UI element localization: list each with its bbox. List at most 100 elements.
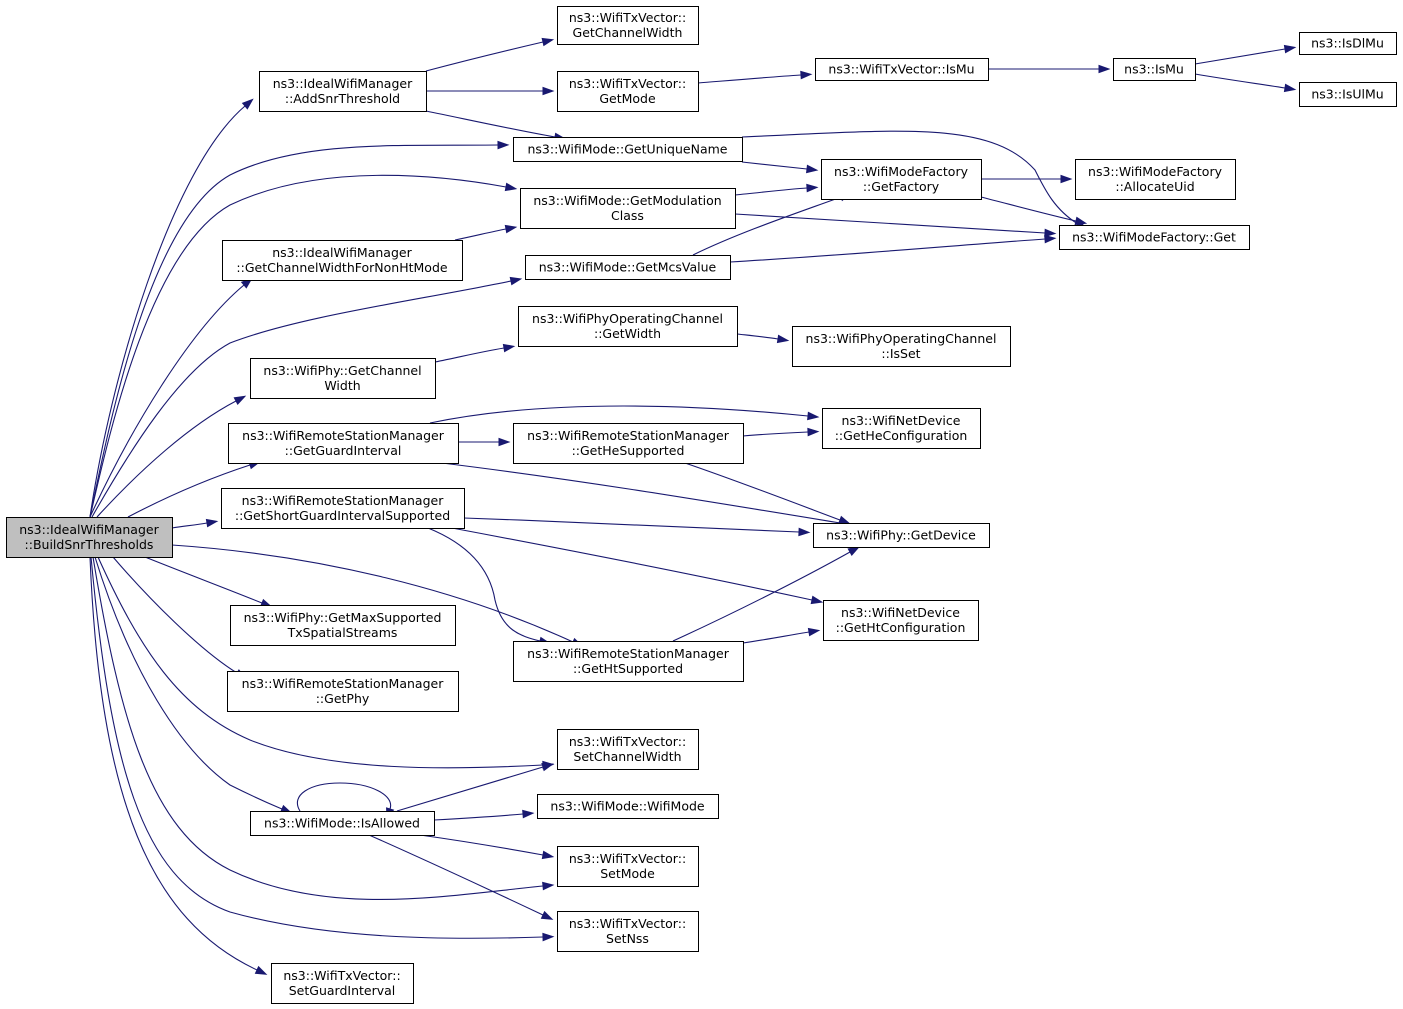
node-label-line: ::GetHeConfiguration	[835, 428, 968, 443]
edge-line	[684, 462, 841, 521]
node-box	[222, 240, 463, 281]
edge-root-to-modClass	[89, 174, 518, 518]
edge-rsmHtSup-to-htConfig	[742, 627, 821, 644]
node-box	[822, 408, 981, 449]
node-mcsValue[interactable]: ns3::WifiMode::GetMcsValue	[525, 255, 731, 280]
edge-line	[91, 280, 512, 518]
edge-root-to-txSetNss	[90, 556, 555, 942]
node-heConfig[interactable]: ns3::WifiNetDevice::GetHeConfiguration	[822, 408, 981, 449]
node-label-line: ns3::WifiTxVector::	[569, 76, 686, 91]
edge-arrowhead	[1074, 216, 1088, 226]
node-isAllowed[interactable]: ns3::WifiMode::IsAllowed	[250, 811, 435, 836]
node-box	[815, 58, 989, 81]
edge-modeFactoryGetFactory-to-factoryGet	[980, 196, 1088, 226]
node-opChWidth[interactable]: ns3::WifiPhyOperatingChannel::GetWidth	[518, 306, 738, 347]
node-label-line: ns3::IsDlMu	[1311, 36, 1384, 51]
node-txGetMode[interactable]: ns3::WifiTxVector::GetMode	[557, 71, 699, 112]
edge-arrowhead	[542, 86, 555, 96]
node-modeFactoryGetFactory[interactable]: ns3::WifiModeFactory::GetFactory	[821, 159, 982, 200]
edge-arrowhead	[497, 140, 510, 150]
edge-arrowhead	[205, 518, 219, 528]
node-label-line: ns3::WifiRemoteStationManager	[242, 676, 445, 691]
node-addSnr[interactable]: ns3::IdealWifiManager::AddSnrThreshold	[259, 71, 427, 112]
edge-rsmShortGI-to-htConfig	[451, 527, 824, 605]
node-rsmHtSup[interactable]: ns3::WifiRemoteStationManager::GetHtSupp…	[513, 641, 744, 682]
node-isDlMu[interactable]: ns3::IsDlMu	[1299, 32, 1397, 55]
node-label-line: ::GetFactory	[863, 179, 940, 194]
node-txIsMu[interactable]: ns3::WifiTxVector::IsMu	[815, 58, 989, 81]
node-label-line: ::GetShortGuardIntervalSupported	[235, 508, 450, 523]
node-label-line: SetNss	[606, 931, 649, 946]
node-box	[513, 137, 743, 162]
edge-root-to-phyMaxSS	[144, 556, 273, 608]
edge-line	[1194, 48, 1286, 65]
edge-line	[454, 228, 507, 241]
edge-arrowhead	[522, 809, 535, 819]
node-txSetMode[interactable]: ns3::WifiTxVector::SetMode	[557, 846, 699, 887]
edge-line	[97, 556, 544, 769]
node-phyMaxSS[interactable]: ns3::WifiPhy::GetMaxSupportedTxSpatialSt…	[230, 605, 456, 646]
node-phyGetDevice[interactable]: ns3::WifiPhy::GetDevice	[813, 523, 990, 548]
node-label-line: ns3::WifiNetDevice	[842, 413, 961, 428]
edge-arrowhead	[1044, 234, 1057, 244]
node-txSetChW[interactable]: ns3::WifiTxVector::SetChannelWidth	[557, 729, 699, 770]
node-htConfig[interactable]: ns3::WifiNetDevice::GetHtConfiguration	[823, 600, 979, 641]
edge-arrowhead	[541, 850, 555, 860]
node-txSetGI[interactable]: ns3::WifiTxVector::SetGuardInterval	[271, 963, 414, 1004]
node-rsmHeSup[interactable]: ns3::WifiRemoteStationManager::GetHeSupp…	[513, 423, 744, 464]
node-label-line: SetMode	[600, 866, 655, 881]
node-label-line: ns3::IsUlMu	[1311, 87, 1383, 102]
node-box	[230, 605, 456, 646]
node-label-line: ::AllocateUid	[1115, 179, 1194, 194]
node-factoryGet[interactable]: ns3::WifiModeFactory::Get	[1059, 225, 1250, 250]
node-rsmGetPhy[interactable]: ns3::WifiRemoteStationManager::GetPhy	[227, 671, 459, 712]
node-isUlMu[interactable]: ns3::IsUlMu	[1299, 82, 1397, 107]
node-label-line: SetGuardInterval	[289, 983, 396, 998]
node-label-line: GetMode	[599, 91, 656, 106]
edge-root-to-txSetChW	[97, 556, 555, 770]
edge-line	[433, 813, 524, 821]
edge-line	[297, 782, 392, 812]
node-label-line: ns3::WifiRemoteStationManager	[527, 646, 730, 661]
edge-arrowhead	[540, 910, 554, 920]
edge-arrowhead	[541, 37, 555, 47]
node-root[interactable]: ns3::IdealWifiManager::BuildSnrThreshold…	[6, 517, 173, 558]
node-box	[250, 811, 435, 836]
node-chwNonHt[interactable]: ns3::IdealWifiManager::GetChannelWidthFo…	[222, 240, 463, 281]
node-opChIsSet[interactable]: ns3::WifiPhyOperatingChannel::IsSet	[792, 326, 1011, 367]
edge-arrowhead	[254, 965, 268, 975]
edge-arrowhead	[1283, 44, 1297, 54]
node-rsmShortGI[interactable]: ns3::WifiRemoteStationManager::GetShortG…	[221, 488, 465, 529]
node-box	[1113, 58, 1196, 81]
node-isMu[interactable]: ns3::IsMu	[1113, 58, 1196, 81]
edge-root-to-chwNonHt	[89, 277, 253, 518]
node-box	[6, 517, 173, 558]
edge-modeFactoryGetFactory-to-allocUid	[981, 174, 1073, 184]
node-label-line: GetChannelWidth	[573, 25, 683, 40]
edge-line	[425, 41, 544, 72]
node-rsmGuard[interactable]: ns3::WifiRemoteStationManager::GetGuardI…	[228, 423, 459, 464]
node-label-line: ns3::WifiPhyOperatingChannel	[806, 331, 997, 346]
node-wifiModeCtor[interactable]: ns3::WifiMode::WifiMode	[537, 794, 719, 819]
edge-line	[171, 544, 574, 643]
edge-chwNonHt-to-modClass	[454, 224, 518, 241]
node-allocUid[interactable]: ns3::WifiModeFactory::AllocateUid	[1075, 159, 1236, 200]
node-uniqueName[interactable]: ns3::WifiMode::GetUniqueName	[513, 137, 743, 162]
edge-root-to-uniqueName	[89, 140, 510, 518]
edge-line	[89, 144, 499, 518]
node-box	[271, 963, 414, 1004]
edge-arrowhead	[806, 164, 819, 174]
node-label-line: ns3::WifiMode::IsAllowed	[264, 816, 420, 831]
node-label-line: ns3::WifiMode::GetMcsValue	[539, 260, 717, 275]
node-label-line: Class	[611, 208, 644, 223]
edge-line	[734, 187, 808, 196]
edge-arrowhead	[838, 515, 851, 525]
node-box	[525, 255, 731, 280]
node-txGetChW[interactable]: ns3::WifiTxVector::GetChannelWidth	[557, 6, 699, 45]
node-txSetNss[interactable]: ns3::WifiTxVector::SetNss	[557, 911, 699, 952]
edge-line	[697, 74, 802, 84]
node-phyGetChW[interactable]: ns3::WifiPhy::GetChannelWidth	[250, 358, 436, 399]
edge-root-to-rsmGetPhy	[112, 556, 247, 680]
